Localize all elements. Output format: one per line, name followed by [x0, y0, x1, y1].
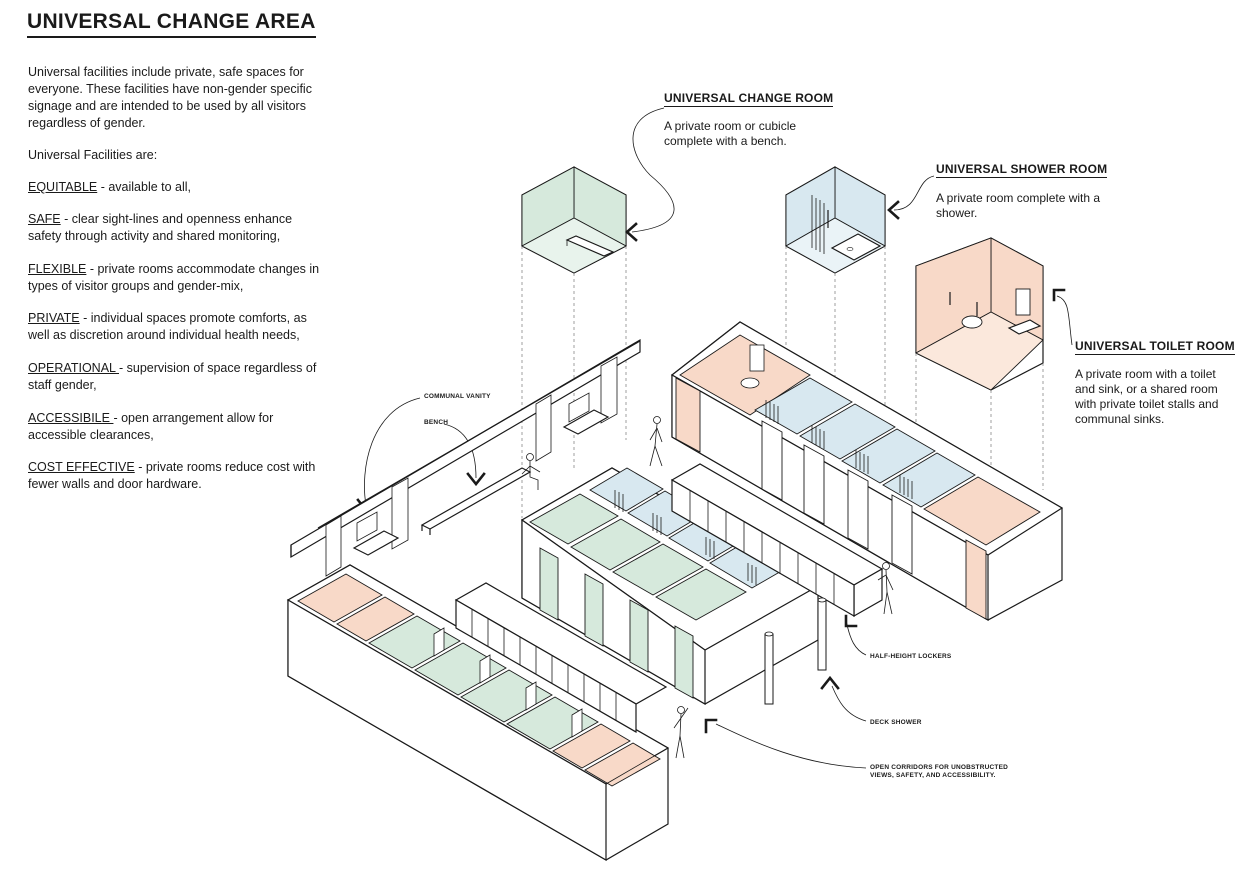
projection-lines — [521, 246, 1044, 518]
shower-room-heading: UNIVERSAL SHOWER ROOM — [936, 162, 1108, 178]
principle-text: - individual spaces promote comforts, as… — [28, 311, 307, 342]
toilet-room-desc: A private room with a toilet and sink, o… — [1075, 367, 1219, 426]
open-corridors-label-line2: VIEWS, SAFETY, AND ACCESSIBILITY. — [870, 772, 996, 779]
principle-text: - private rooms accommodate changes in t… — [28, 262, 320, 293]
principle-term: ACCESSIBILE — [28, 411, 114, 425]
principle-flexible: FLEXIBLE - private rooms accommodate cha… — [28, 261, 328, 295]
principle-text: - available to all, — [97, 180, 192, 194]
deck-showers — [764, 597, 827, 705]
person-at-lockers — [877, 562, 894, 615]
person-front — [673, 706, 689, 759]
open-corridors-label-line1: OPEN CORRIDORS FOR UNOBSTRUCTED — [870, 764, 1009, 771]
shower-block — [670, 321, 1064, 622]
principle-safe: SAFE - clear sight-lines and openness en… — [28, 211, 328, 245]
principle-term: EQUITABLE — [28, 180, 98, 194]
principle-text: - private rooms reduce cost with fewer w… — [28, 460, 316, 491]
change-room-desc: A private room or cubicle complete with … — [664, 119, 797, 148]
toilet-room-heading: UNIVERSAL TOILET ROOM — [1075, 339, 1235, 355]
principle-term: PRIVATE — [28, 311, 80, 325]
callout-leaders — [356, 107, 1073, 769]
front-lockers — [454, 582, 668, 734]
person-sitting — [521, 453, 541, 490]
vanity-wall — [290, 338, 641, 577]
center-change-block — [520, 467, 820, 706]
principle-private: PRIVATE - individual spaces promote comf… — [28, 310, 328, 344]
page-title: UNIVERSAL CHANGE AREA — [27, 10, 316, 38]
principle-term: FLEXIBLE — [28, 262, 87, 276]
half-height-lockers — [670, 463, 884, 618]
principle-term: COST EFFECTIVE — [28, 460, 135, 474]
people — [521, 416, 894, 759]
half-height-lockers-label: HALF-HEIGHT LOCKERS — [870, 653, 952, 660]
change-room-cube — [521, 166, 627, 274]
principle-term: SAFE — [28, 212, 61, 226]
principle-accessible: ACCESSIBILE - open arrangement allow for… — [28, 410, 328, 444]
shower-room-desc: A private room complete with a shower. — [936, 191, 1101, 220]
front-change-block — [286, 564, 670, 862]
shower-room-cube — [785, 166, 886, 274]
principle-text: - open arrangement allow for accessible … — [28, 411, 274, 442]
communal-vanity-label: COMMUNAL VANITY — [424, 393, 491, 400]
deck-shower-label: DECK SHOWER — [870, 719, 922, 726]
change-room-heading: UNIVERSAL CHANGE ROOM — [664, 91, 834, 107]
intro-text: Universal facilities include private, sa… — [28, 65, 312, 130]
principle-text: - clear sight-lines and openness enhance… — [28, 212, 293, 243]
principle-cost-effective: COST EFFECTIVE - private rooms reduce co… — [28, 459, 328, 493]
bench-label: BENCH — [424, 419, 449, 426]
principle-text: - supervision of space regardless of sta… — [28, 361, 317, 392]
principle-equitable: EQUITABLE - available to all, — [28, 179, 328, 196]
person-walking — [649, 416, 663, 467]
principle-term: OPERATIONAL — [28, 361, 119, 375]
toilet-room-cube — [915, 237, 1044, 391]
principle-operational: OPERATIONAL - supervision of space regar… — [28, 360, 328, 394]
list-heading: Universal Facilities are: — [28, 148, 158, 162]
